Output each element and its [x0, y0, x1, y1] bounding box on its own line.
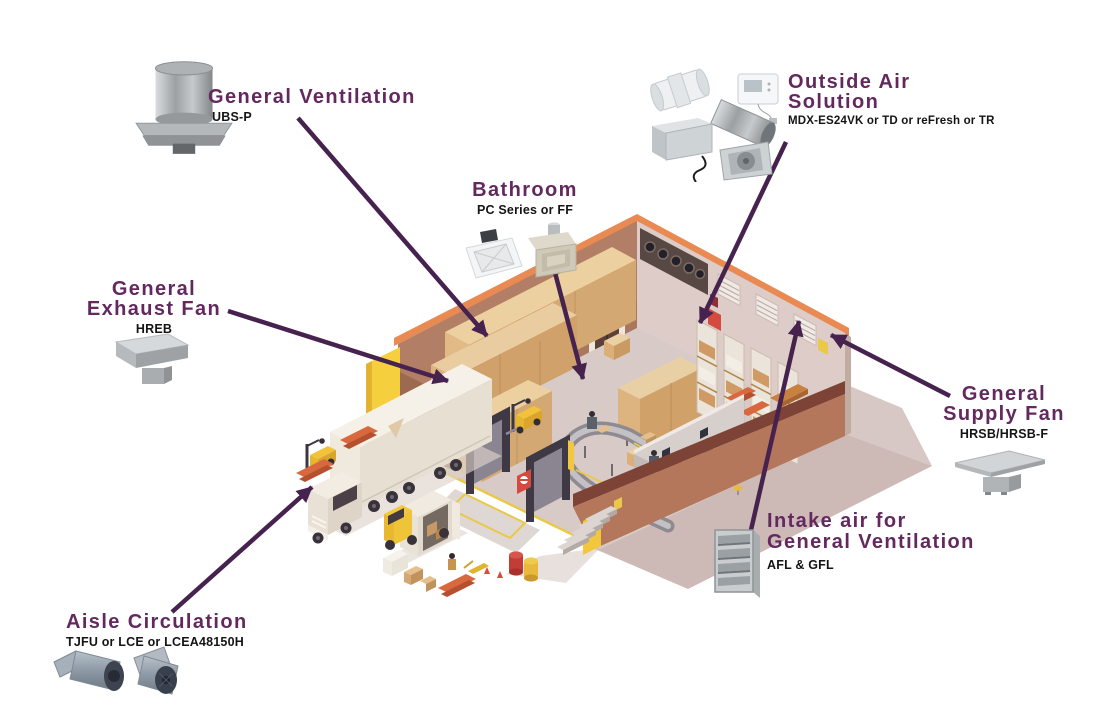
- title-line: Outside Air: [788, 71, 911, 93]
- callout-title: General Exhaust Fan: [84, 279, 224, 319]
- callout-title: Outside Air Solution: [788, 72, 995, 112]
- callout-general-exhaust-fan: General Exhaust Fan HREB: [84, 279, 224, 336]
- title-line: Exhaust Fan: [86, 298, 222, 320]
- callout-model: MDX-ES24VK or TD or reFresh or TR: [788, 115, 995, 127]
- title-line: General: [111, 278, 197, 300]
- callout-model: TJFU or LCE or LCEA48150H: [66, 635, 244, 649]
- roof-supply-fan-photo: [954, 450, 1046, 495]
- callout-title: Bathroom: [455, 180, 595, 200]
- semi-truck: [308, 364, 502, 544]
- forklift: [505, 398, 542, 436]
- callout-title: General Supply Fan: [928, 384, 1080, 424]
- callout-model: UBS-P: [212, 110, 252, 124]
- title-line: General Ventilation: [208, 86, 416, 108]
- title-line: Intake air for: [767, 510, 907, 532]
- callout-title: Aisle Circulation: [66, 612, 248, 632]
- arrow-general-ventilation: [296, 116, 489, 338]
- ceiling-vent-band: [640, 228, 708, 295]
- pallets: [296, 426, 476, 597]
- title-line: Solution: [788, 91, 880, 113]
- arrow-general-exhaust-fan: [227, 308, 449, 385]
- callout-aisle-circulation: Aisle Circulation TJFU or LCE or LCEA481…: [66, 612, 248, 649]
- callout-title: General Ventilation: [208, 87, 416, 107]
- callout-model: HREB: [135, 322, 173, 336]
- callout-model: PC Series or FF: [476, 203, 574, 217]
- callout-bathroom: Bathroom PC Series or FF: [455, 180, 595, 217]
- callout-general-ventilation: General Ventilation UBS-P: [208, 87, 416, 124]
- intake-louver-photo: [714, 529, 760, 598]
- roof-exhaust-fan-photo: [114, 333, 190, 384]
- barrels: [509, 551, 538, 582]
- arrow-intake-air: [748, 320, 804, 531]
- callout-general-supply-fan: General Supply Fan HRSB/HRSB-F: [928, 384, 1080, 441]
- title-line: Supply Fan: [943, 403, 1065, 425]
- title-line: General Ventilation: [767, 531, 975, 553]
- callout-model: HRSB/HRSB-F: [959, 427, 1049, 441]
- roof-upblast-ventilator-photo: [135, 61, 233, 154]
- callout-outside-air-solution: Outside Air Solution MDX-ES24VK or TD or…: [788, 72, 995, 127]
- jet-fan-photo: [53, 646, 179, 695]
- arrow-bathroom: [550, 264, 587, 380]
- arrow-aisle-circulation: [170, 485, 314, 614]
- callout-model: AFL & GFL: [767, 558, 834, 572]
- arrow-general-supply-fan: [829, 332, 952, 399]
- callout-title: Intake air for General Ventilation: [767, 511, 975, 553]
- misc-cargo: [383, 550, 503, 592]
- ceiling-exhaust-fan-photo: [465, 222, 577, 279]
- callout-intake-air: Intake air for General Ventilation AFL &…: [767, 511, 975, 573]
- title-line: Aisle Circulation: [66, 611, 248, 633]
- duct-fan-kit-photo: [650, 68, 779, 182]
- title-line: Bathroom: [472, 179, 578, 201]
- title-line: General: [961, 383, 1047, 405]
- loading-stairs: [557, 506, 617, 555]
